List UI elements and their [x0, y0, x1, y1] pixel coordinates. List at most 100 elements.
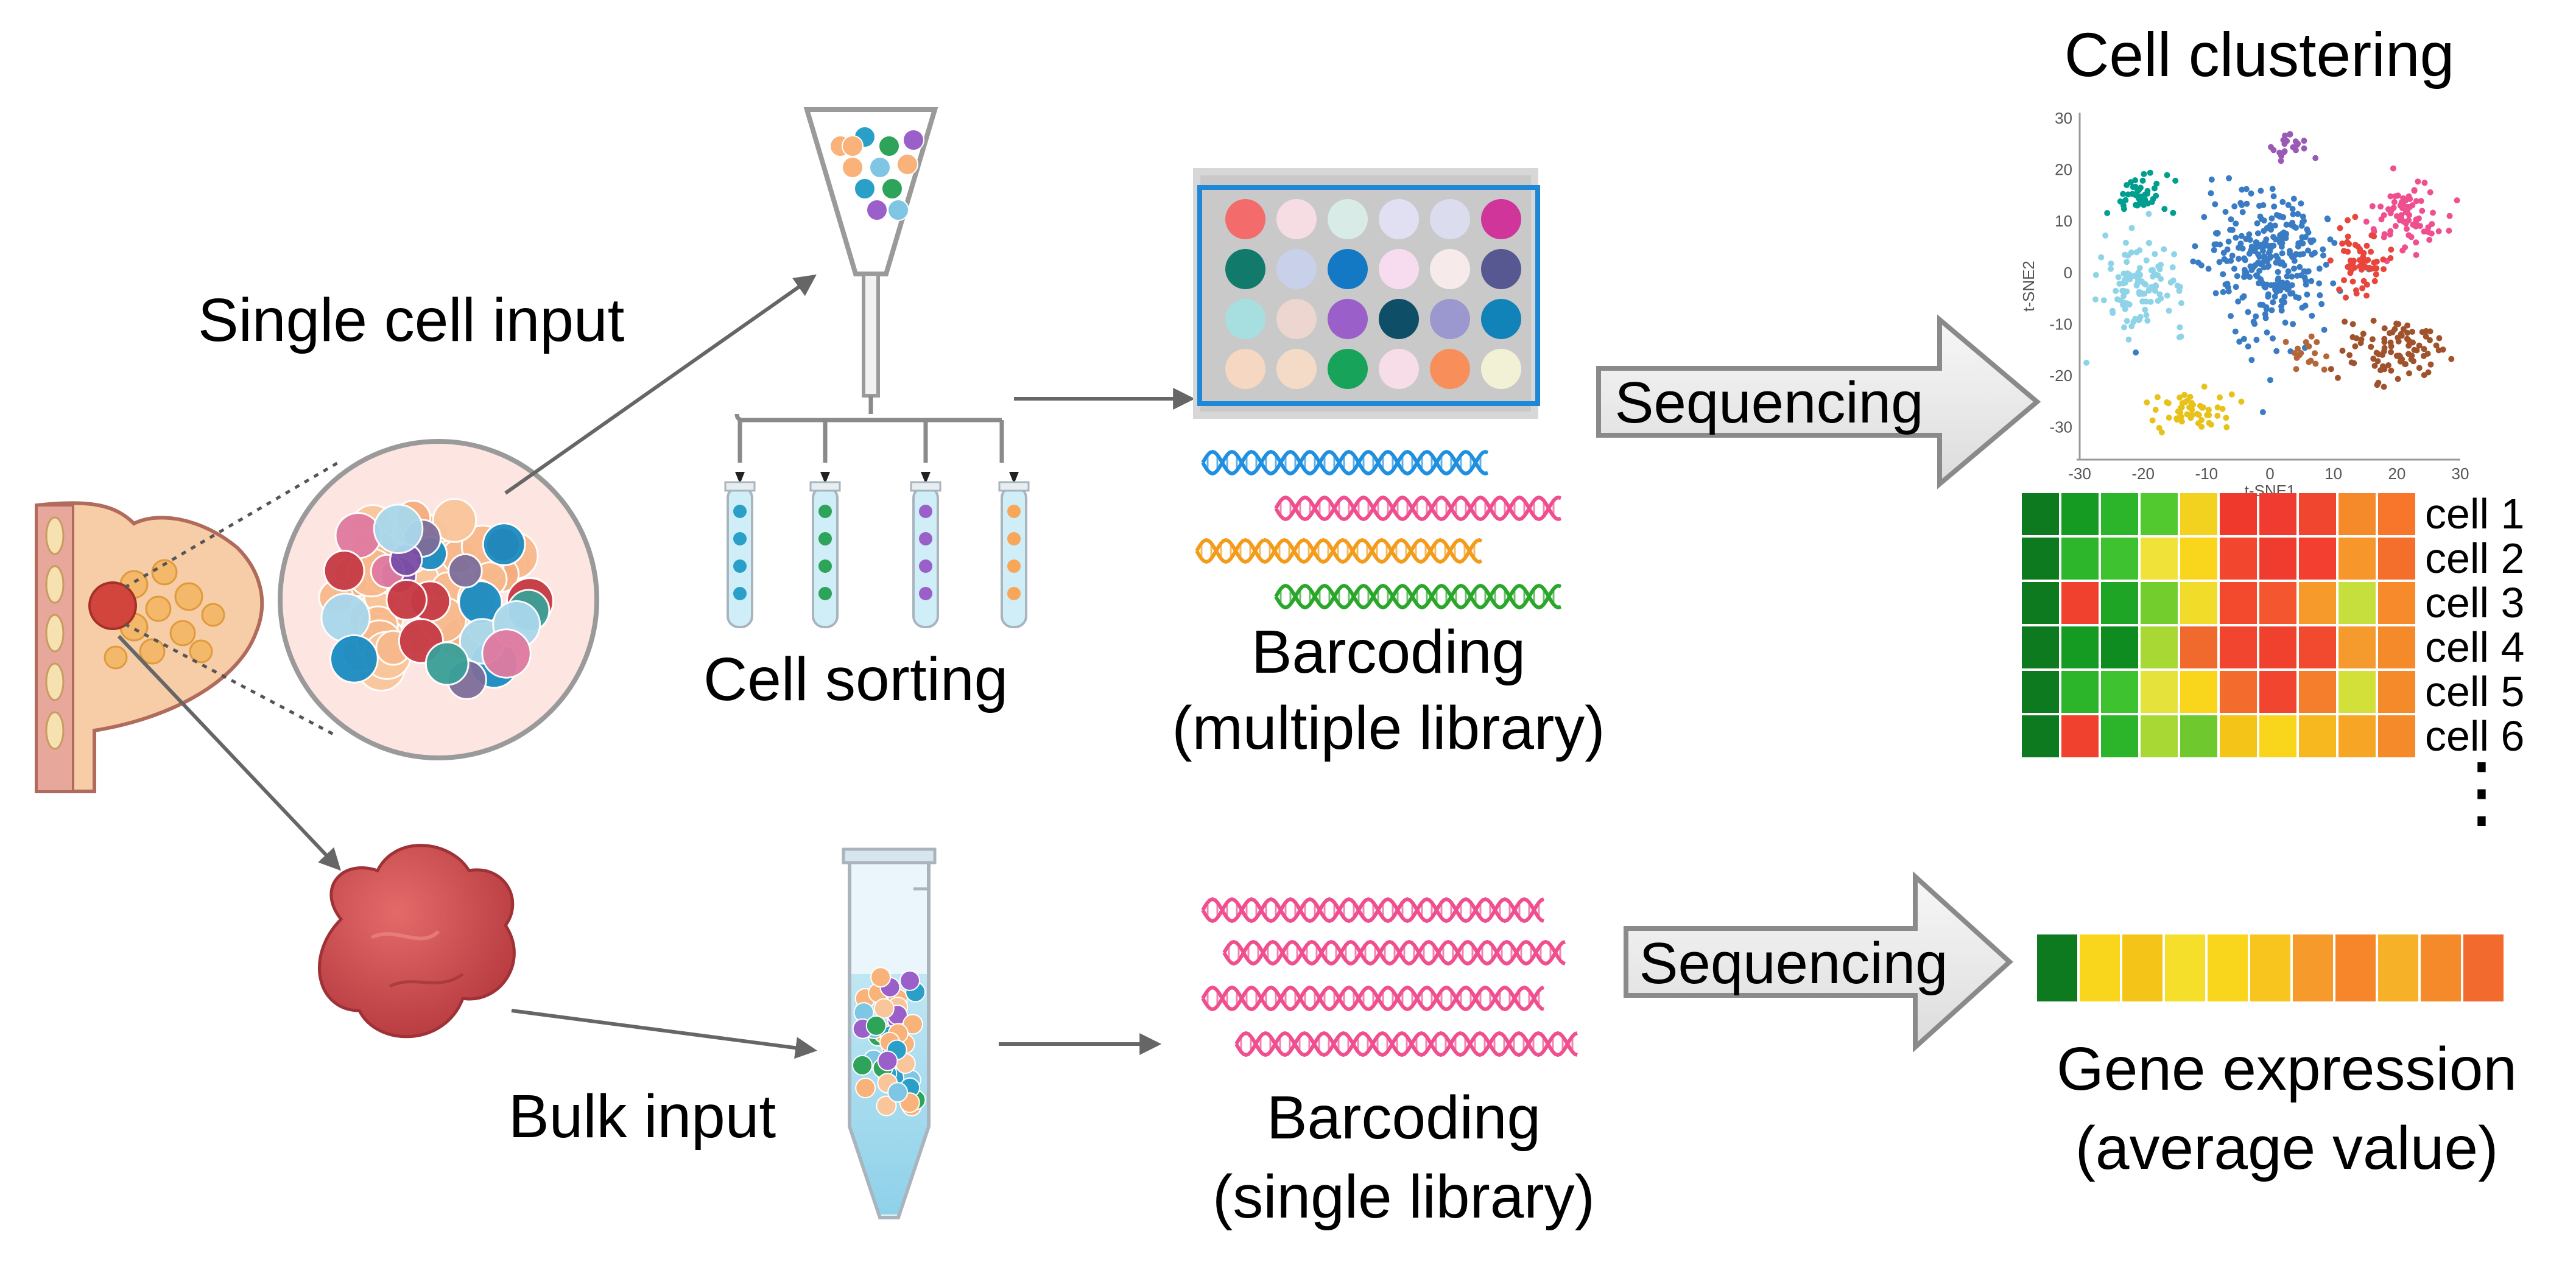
sorted-cell — [866, 199, 888, 221]
heatmap-cell — [2220, 582, 2257, 624]
plate-well — [1328, 199, 1368, 239]
sequencing-arrow-bottom: Sequencing — [1624, 871, 2013, 1053]
sorted-cell — [881, 178, 903, 200]
sorting-tube-icon — [724, 472, 756, 628]
magnified-tumor-cells-icon — [278, 439, 599, 760]
tsne-ytick-label: 30 — [2055, 109, 2072, 127]
heatmap-cell — [2061, 671, 2099, 713]
sorted-cell — [842, 156, 864, 178]
heatmap-cell — [2259, 671, 2296, 713]
bulk-cell — [855, 1078, 876, 1099]
heatmap-cell — [2101, 582, 2138, 624]
tsne-xtick-label: -30 — [2068, 464, 2091, 483]
heatmap-cell — [2022, 493, 2059, 535]
arrow-to-bulk-tube — [511, 1009, 818, 1059]
tumor-cell — [432, 498, 477, 543]
expression-bar-segment — [2165, 934, 2205, 1001]
heatmap-cell — [2180, 538, 2217, 580]
expression-bar-segment — [2463, 934, 2504, 1001]
plate-well — [1328, 349, 1368, 389]
tsne-cluster — [2282, 333, 2329, 373]
sorted-cell — [854, 178, 876, 200]
tsne-cluster — [2083, 211, 2184, 366]
tsne-cluster — [2328, 317, 2455, 390]
heatmap-cell — [2180, 582, 2217, 624]
plate-well — [1225, 199, 1265, 239]
bulk-cell — [870, 967, 892, 988]
tsne-cluster — [2327, 214, 2395, 301]
heatmap-cell — [2101, 671, 2138, 713]
plate-well — [1481, 249, 1521, 289]
heatmap-row-label: cell 2 — [2425, 535, 2524, 582]
heatmap-row-label: cell 6 — [2425, 712, 2524, 760]
breast-tissue-icon — [35, 501, 264, 793]
sequencing-label-top: Sequencing — [1614, 370, 1923, 435]
sorted-cell — [896, 153, 918, 175]
sorting-tube-icon — [998, 472, 1030, 628]
expression-bar-segment — [2421, 934, 2461, 1001]
tsne-xtick-label: 20 — [2388, 464, 2405, 483]
heatmap-row-label: cell 5 — [2425, 668, 2524, 715]
heatmap-cell — [2259, 715, 2296, 757]
expression-bar-segment — [2250, 934, 2290, 1001]
cell-sorter-icon — [734, 107, 1004, 463]
sequencing-arrow-top: Sequencing — [1596, 314, 2041, 489]
bulk-cell — [887, 1082, 909, 1103]
sorted-cell — [878, 135, 900, 157]
zoom-guide-line-bottom — [124, 622, 339, 738]
dna-helix-icon — [1201, 449, 1488, 476]
average-expression-bar — [2037, 934, 2504, 1001]
plate-well — [1481, 299, 1521, 339]
heatmap-cell — [2338, 538, 2376, 580]
tsne-ytick-label: -10 — [2049, 315, 2072, 333]
heatmap-cell — [2338, 715, 2376, 757]
sorting-tube-icon — [809, 472, 841, 628]
heatmap-cell — [2061, 582, 2099, 624]
gene-expression-label-line1: Gene expression — [2057, 1035, 2517, 1103]
heatmap-cell — [2378, 715, 2415, 757]
heatmap-cell — [2299, 582, 2336, 624]
well-plate-icon — [1193, 168, 1540, 419]
heatmap-row-label: cell 3 — [2425, 579, 2524, 626]
tsne-ytick-label: -20 — [2049, 366, 2072, 385]
tumor-cell — [323, 550, 365, 592]
heatmap-cell — [2180, 715, 2217, 757]
heatmap-cell — [2378, 538, 2415, 580]
dna-helix-icon — [1201, 897, 1544, 924]
tumor-cell — [482, 522, 526, 566]
plate-well — [1276, 299, 1317, 339]
heatmap-row-label: cell 4 — [2425, 623, 2524, 671]
cell-sorting-label: Cell sorting — [703, 645, 1008, 713]
bulk-cell — [852, 1054, 873, 1076]
sorted-cell — [887, 199, 909, 221]
tumor-cell — [385, 579, 428, 621]
tumor-cell — [424, 641, 470, 686]
bulk-cell — [899, 970, 920, 991]
tsne-yaxis-label: t-SNE2 — [2019, 261, 2038, 312]
plate-well — [1379, 199, 1419, 239]
heatmap-cell — [2141, 715, 2178, 757]
tsne-xtick-label: -20 — [2131, 464, 2155, 483]
heatmap-cell — [2378, 626, 2415, 668]
heatmap-cell — [2338, 582, 2376, 624]
tsne-ytick-label: 20 — [2055, 161, 2072, 179]
single-cell-input-label: Single cell input — [198, 286, 625, 354]
plate-well — [1225, 299, 1265, 339]
expression-bar-segment — [2080, 934, 2120, 1001]
plate-well — [1430, 249, 1470, 289]
heatmap-cell — [2061, 493, 2099, 535]
tsne-xtick-label: -10 — [2195, 464, 2219, 483]
expression-bar-segment — [2335, 934, 2376, 1001]
heatmap-cell — [2022, 538, 2059, 580]
plate-well — [1328, 299, 1368, 339]
heatmap-cell — [2022, 626, 2059, 668]
heatmap-cell — [2220, 671, 2257, 713]
plate-well — [1481, 349, 1521, 389]
expression-bar-segment — [2122, 934, 2163, 1001]
heatmap-cell — [2101, 715, 2138, 757]
tsne-ytick-label: 0 — [2064, 264, 2072, 282]
heatmap-cell — [2259, 493, 2296, 535]
heatmap-cell — [2299, 671, 2336, 713]
